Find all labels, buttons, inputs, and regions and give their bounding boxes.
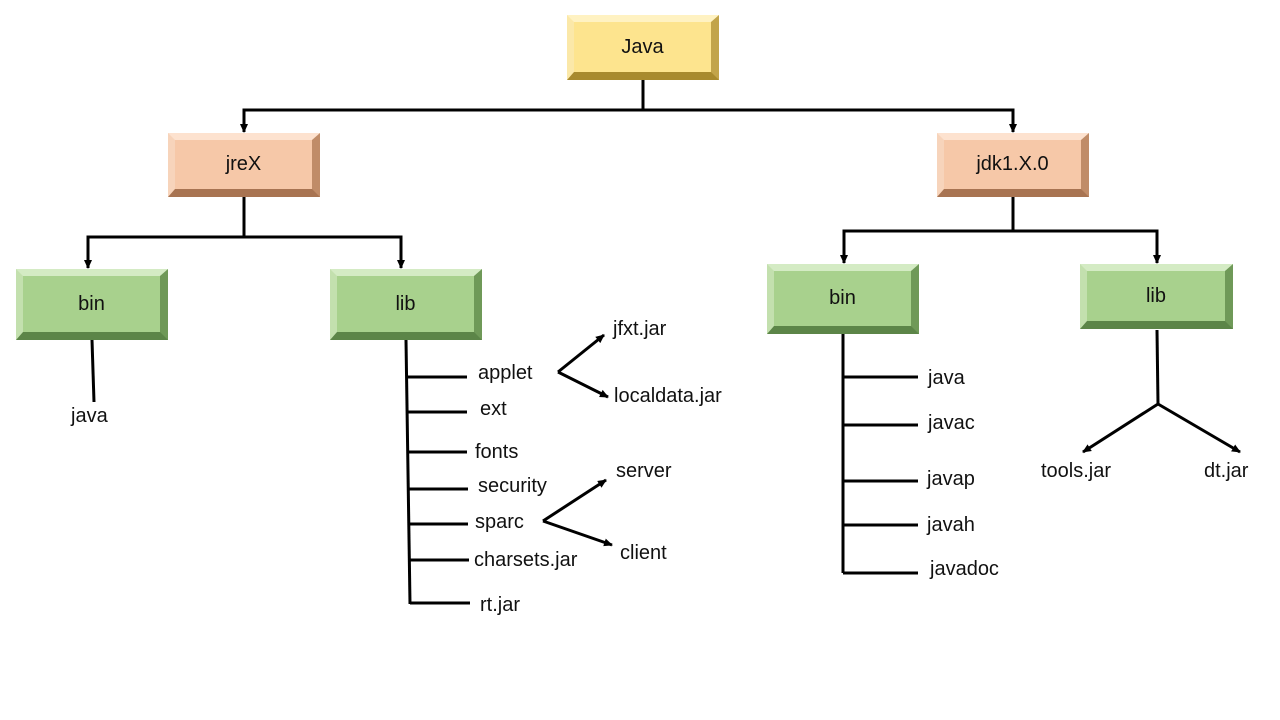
node-jre-lib-label: lib [395,292,416,315]
applet-item-jfxt: jfxt.jar [613,318,667,340]
node-jdk-lib-label: lib [1145,284,1166,307]
jdk-bin-item-javac: javac [928,412,975,434]
node-jre: jreX [168,133,320,197]
jre-bin-to-java-line [90,339,96,403]
node-java: Java [567,15,719,80]
jdk-lib-item-tools: tools.jar [1041,460,1112,482]
jre-lib-item-fonts: fonts [475,441,519,463]
java-to-jre-connector [240,80,645,133]
node-jdk-bin: bin [767,264,919,334]
node-jdk-bin-label: bin [829,287,856,309]
node-jre-lib: lib [330,269,482,340]
jre-lib-item-rt: rt.jar [480,594,520,616]
jdk-to-bin-connector [840,197,1015,264]
node-jdk-lib: lib [1080,264,1233,329]
node-jdk: jdk1.X.0 [937,133,1089,197]
jre-lib-item-ext: ext [480,398,507,420]
sparc-item-client: client [620,542,667,564]
jdk-to-lib-connector [1013,229,1161,264]
jre-lib-item-charsets: charsets.jar [474,549,578,571]
java-to-jdk-connector [643,108,1017,133]
jdk-bin-item-javadoc: javadoc [930,558,999,580]
jre-bin-file: java [71,405,108,427]
sparc-to-client-arrow [542,519,613,547]
jre-lib-item-applet: applet [478,362,533,384]
sparc-item-server: server [616,460,672,482]
applet-to-jfxt-arrow [557,333,605,374]
jdk-lib-item-dt: dt.jar [1204,460,1249,482]
node-jre-bin-label: bin [78,292,105,315]
jre-to-lib-connector [244,235,405,269]
node-java-label: Java [621,35,664,58]
jre-lib-item-sparc: sparc [475,511,524,533]
node-jre-label: jreX [225,153,262,175]
node-jdk-label: jdk1.X.0 [976,153,1049,175]
jdk-bin-item-javap: javap [927,468,975,490]
jre-lib-item-security: security [478,475,547,497]
jre-to-bin-connector [84,197,246,269]
jdk-lib-to-tools-arrow [1082,402,1159,454]
jdk-lib-trunk [1155,329,1160,405]
applet-item-localdata: localdata.jar [614,385,722,407]
jre-lib-trunk [404,339,412,605]
sparc-to-server-arrow [542,478,607,523]
applet-to-localdata-arrow [557,370,609,399]
jdk-bin-item-java: java [928,367,965,389]
node-jre-bin: bin [16,269,168,340]
jdk-lib-to-dt-arrow [1157,402,1241,454]
jdk-bin-item-javah: javah [927,514,975,536]
